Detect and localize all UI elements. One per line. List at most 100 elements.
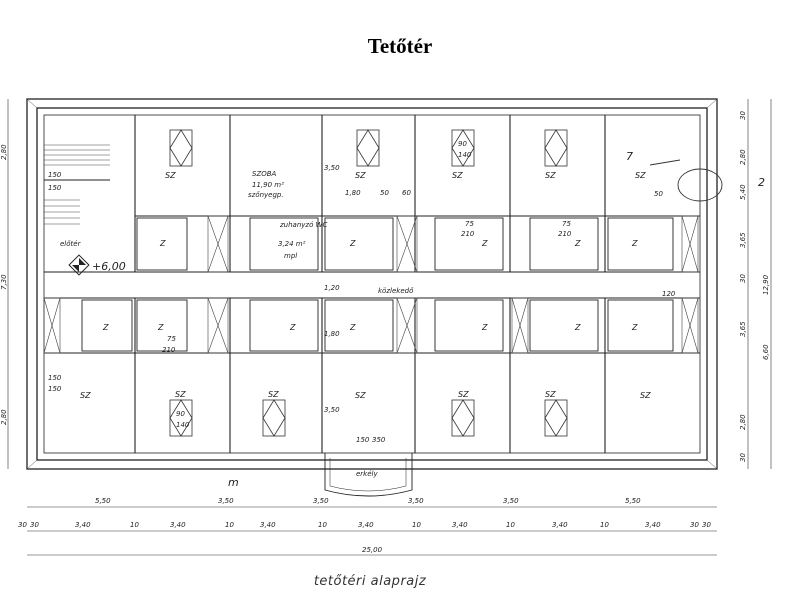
room-label-sz: SZ <box>458 390 469 399</box>
dims-right: 30 2,80 5,40 3,65 30 3,65 6,60 2,80 30 1… <box>739 111 770 462</box>
door-label: 150 <box>48 385 62 393</box>
level-label: +6,00 <box>92 260 126 273</box>
bathrooms-bottom <box>81 299 674 352</box>
dims-bottom-row-1: 5,50 3,50 3,50 3,50 3,50 5,50 <box>95 497 641 505</box>
dim-label: 2,80 <box>739 149 747 165</box>
room-label-wc: zuhanyzó WC <box>279 221 328 229</box>
door-labels: 150 150 150 150 150 350 120 50 <box>48 171 676 444</box>
room-label-z: Z <box>574 323 581 332</box>
dim-label: 2,80 <box>739 414 747 430</box>
dim-label: 30 <box>18 521 27 529</box>
drawing-title: Tetőtér <box>367 34 433 58</box>
dim-label: 3,40 <box>552 521 568 529</box>
window-label: 90 <box>458 140 467 148</box>
room-label-z: Z <box>159 239 166 248</box>
window-label: 210 <box>162 346 176 354</box>
room-labels: SZ SZ SZ SZ SZ SZ SZ SZ SZ SZ SZ SZ Z Z … <box>60 170 651 478</box>
room-label-z: Z <box>102 323 109 332</box>
dim-label: 10 <box>225 521 234 529</box>
dim-label: 3,50 <box>408 497 424 505</box>
exterior-walls <box>26 98 718 470</box>
door-label: 350 <box>372 436 386 444</box>
room-label-sz: SZ <box>355 171 366 180</box>
dim-label: 30 <box>739 453 747 462</box>
inner-dim: 1,80 <box>324 330 340 338</box>
door-label: 150 <box>48 374 62 382</box>
dim-label: 2,80 <box>0 409 8 425</box>
inner-dimensions: 3,50 1,80 50 60 1,20 1,80 3,50 <box>324 164 411 414</box>
inner-dim: 60 <box>402 189 411 197</box>
dim-label: 3,65 <box>739 232 747 248</box>
dim-label: 3,40 <box>170 521 186 529</box>
room-label-sz: SZ <box>80 391 91 400</box>
window-label: 75 <box>167 335 176 343</box>
window-labels: 90 140 90 140 75 210 75 210 75 210 <box>162 140 572 429</box>
window-label: 210 <box>461 230 475 238</box>
window-label: 75 <box>562 220 571 228</box>
dim-label: 30 <box>702 521 711 529</box>
room-label-sz: SZ <box>452 171 463 180</box>
dim-label: 30 <box>739 111 747 120</box>
door-label: 150 <box>48 184 62 192</box>
drawing-caption: tetőtéri alaprajz <box>313 574 427 589</box>
room-label-z: Z <box>574 239 581 248</box>
room-label-sz: SZ <box>640 391 651 400</box>
window-label: 140 <box>176 421 190 429</box>
window-label: 210 <box>558 230 572 238</box>
dim-label: 3,40 <box>75 521 91 529</box>
wall-hatching <box>26 98 718 470</box>
dim-label: 10 <box>318 521 327 529</box>
dim-label: 3,50 <box>313 497 329 505</box>
dims-bottom-row-2: 30 30 3,40 10 3,40 10 3,40 10 3,40 10 3,… <box>18 521 711 529</box>
inner-dim: 3,50 <box>324 406 340 414</box>
dimension-lines <box>7 99 772 556</box>
room-label-erkely: erkély <box>356 470 378 478</box>
staircase <box>44 144 110 225</box>
room-label-z: Z <box>289 323 296 332</box>
dim-total-right: 12,90 <box>762 274 770 295</box>
room-label-sz: SZ <box>545 171 556 180</box>
room-label-sz: SZ <box>268 390 279 399</box>
room-label-eloter: előtér <box>60 239 82 248</box>
room-floor-wc: mpl <box>284 252 297 260</box>
corridor-walls <box>44 215 700 354</box>
door-label: 150 <box>48 171 62 179</box>
room-label-z: Z <box>157 323 164 332</box>
door-label: 150 <box>356 436 370 444</box>
room-label-z: Z <box>349 323 356 332</box>
partition-walls <box>44 115 606 453</box>
dim-label: 3,40 <box>260 521 276 529</box>
dim-label: 10 <box>600 521 609 529</box>
room-label-z: Z <box>349 239 356 248</box>
hand-marks: m 7 2 <box>228 150 765 489</box>
door-openings <box>43 215 699 354</box>
dim-label: 5,50 <box>95 497 111 505</box>
inner-dim: 50 <box>380 189 389 197</box>
dim-label: 6,60 <box>762 344 770 360</box>
mark-two: 2 <box>758 176 765 189</box>
dim-label: 2,80 <box>0 144 8 160</box>
dim-total: 25,00 <box>362 546 383 554</box>
room-label-szoba: SZOBA <box>252 170 277 178</box>
room-label-sz: SZ <box>165 171 176 180</box>
dim-label: 7,30 <box>0 274 8 290</box>
room-area-wc: 3,24 m² <box>278 240 306 248</box>
dim-label: 10 <box>506 521 515 529</box>
inner-dim: 1,80 <box>345 189 361 197</box>
room-label-z: Z <box>631 323 638 332</box>
roof-windows <box>169 129 568 437</box>
dim-label: 3,50 <box>218 497 234 505</box>
door-label: 50 <box>654 190 663 198</box>
room-label-z: Z <box>631 239 638 248</box>
dim-label: 30 <box>739 274 747 283</box>
room-label-sz: SZ <box>545 390 556 399</box>
window-label: 75 <box>465 220 474 228</box>
room-label-kozlekedo: közlekedő <box>378 286 414 295</box>
dim-label: 30 <box>30 521 39 529</box>
dim-label: 3,40 <box>645 521 661 529</box>
room-label-sz: SZ <box>175 390 186 399</box>
room-label-z: Z <box>481 323 488 332</box>
dim-label: 10 <box>130 521 139 529</box>
dim-label: 10 <box>412 521 421 529</box>
